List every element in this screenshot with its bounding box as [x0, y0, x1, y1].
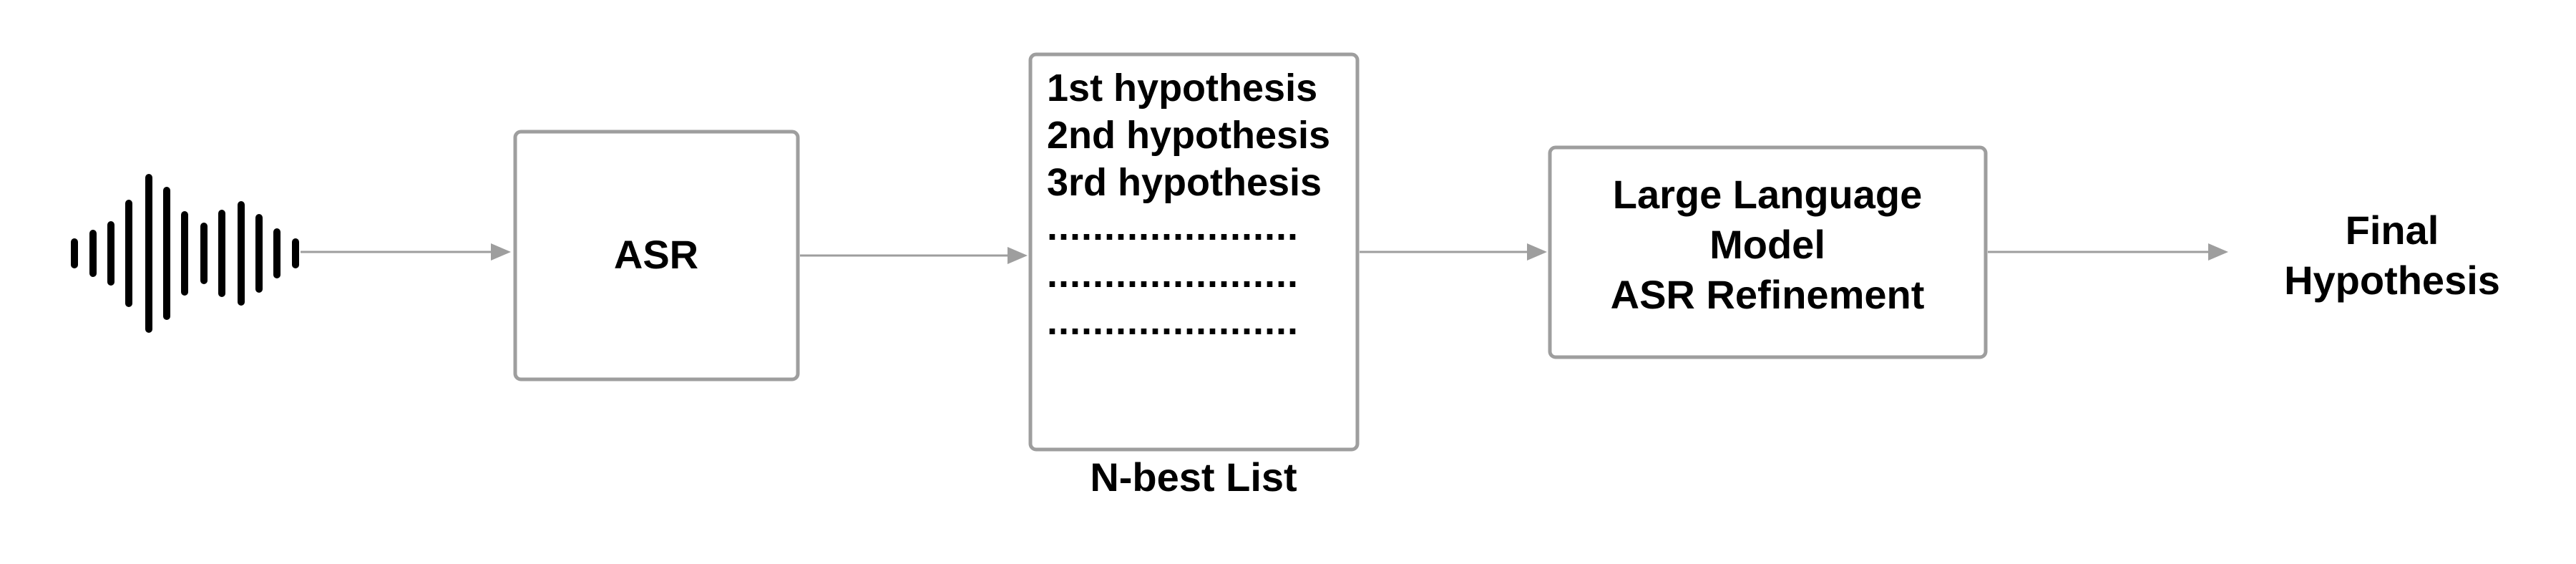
final-label-line: Final: [2346, 208, 2439, 253]
ellipsis-line: ......................: [1047, 300, 1299, 343]
arrow-nbest-to-llm: [1360, 243, 1547, 261]
arrow-llm-to-final: [1988, 243, 2228, 261]
hypothesis-item: 2nd hypothesis: [1047, 114, 1330, 157]
final-label-line: Hypothesis: [2284, 258, 2500, 303]
arrow-audio-to-asr: [301, 243, 511, 261]
asr-box: ASR: [513, 130, 800, 381]
nbest-list-box: 1st hypothesis 2nd hypothesis 3rd hypoth…: [1028, 52, 1360, 452]
llm-label-line: ASR Refinement: [1611, 272, 1925, 317]
final-hypothesis-output: Final Hypothesis: [2284, 208, 2500, 303]
ellipsis-line: ......................: [1047, 253, 1299, 296]
asr-label: ASR: [614, 232, 698, 277]
hypothesis-item: 3rd hypothesis: [1047, 161, 1322, 204]
audio-waveform-icon: [71, 174, 299, 333]
ellipsis-line: ......................: [1047, 205, 1299, 248]
llm-label-line: Large Language: [1613, 172, 1923, 217]
llm-refinement-box: Large Language Model ASR Refinement: [1548, 145, 1988, 359]
llm-label-line: Model: [1709, 222, 1825, 267]
nbest-caption: N-best List: [1090, 454, 1297, 500]
hypothesis-item: 1st hypothesis: [1047, 67, 1317, 110]
arrow-asr-to-nbest: [800, 247, 1028, 264]
